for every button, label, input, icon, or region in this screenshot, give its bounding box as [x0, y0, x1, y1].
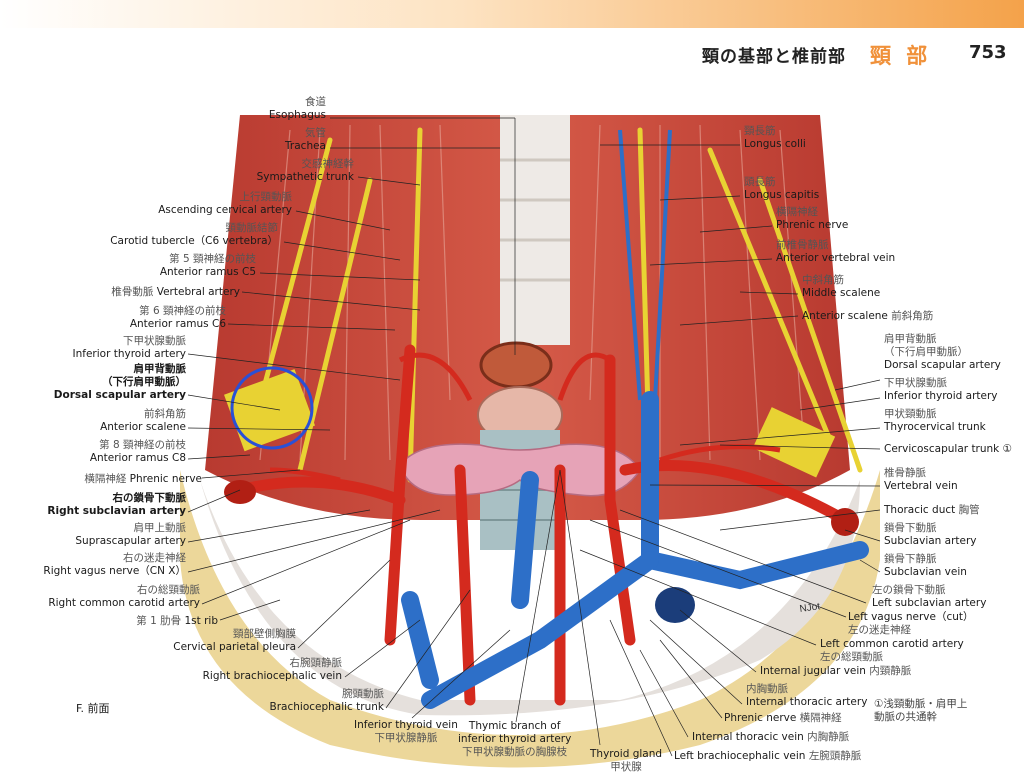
section-title: 頸 部: [870, 44, 932, 68]
label-phrenic-nerve-lower: Phrenic nerve 横隔神経: [724, 712, 842, 724]
label-dorsal-scapular-artery: 肩甲背動脈（下行肩甲動脈）Dorsal scapular artery: [53, 363, 186, 401]
esophagus-cut: [479, 341, 553, 389]
label-internal-jugular-vein: Internal jugular vein 内頸静脈: [760, 665, 912, 677]
artist-signature: NJot: [799, 601, 821, 615]
figure-label: F. 前面: [76, 702, 110, 715]
label-anterior-scalene-right: Anterior scalene 前斜角筋: [802, 310, 934, 322]
header-gradient-band: [0, 0, 1024, 28]
label-thoracic-duct: Thoracic duct 胸管: [884, 504, 980, 516]
label-vertebral-artery: 椎骨動脈 Vertebral artery: [111, 286, 240, 298]
page-title: 頸の基部と椎前部: [702, 47, 846, 67]
label-phrenic-nerve-right: 横隔神経 Phrenic nerve: [84, 473, 202, 485]
highlight-circle: [230, 366, 314, 450]
vertebral-column: [500, 115, 570, 345]
label-left-vagus-nerve: Left vagus nerve（cut）左の迷走神経: [848, 611, 974, 636]
page-number: 753: [969, 42, 1007, 63]
label-dorsal-scapular-artery-right: 肩甲背動脈（下行肩甲動脈）Dorsal scapular artery: [884, 333, 1001, 371]
label-first-rib: 第 1 肋骨 1st rib: [136, 615, 218, 627]
label-internal-thoracic-vein: Internal thoracic vein 内胸静脈: [692, 731, 850, 743]
label-left-brachiocephalic-vein: Left brachiocephalic vein 左腕頭静脈: [674, 750, 862, 762]
label-cervicoscapular-trunk: Cervicoscapular trunk ①: [884, 443, 1013, 455]
footnote: ①浅頸動脈・肩甲上動脈の共通幹: [874, 698, 968, 723]
